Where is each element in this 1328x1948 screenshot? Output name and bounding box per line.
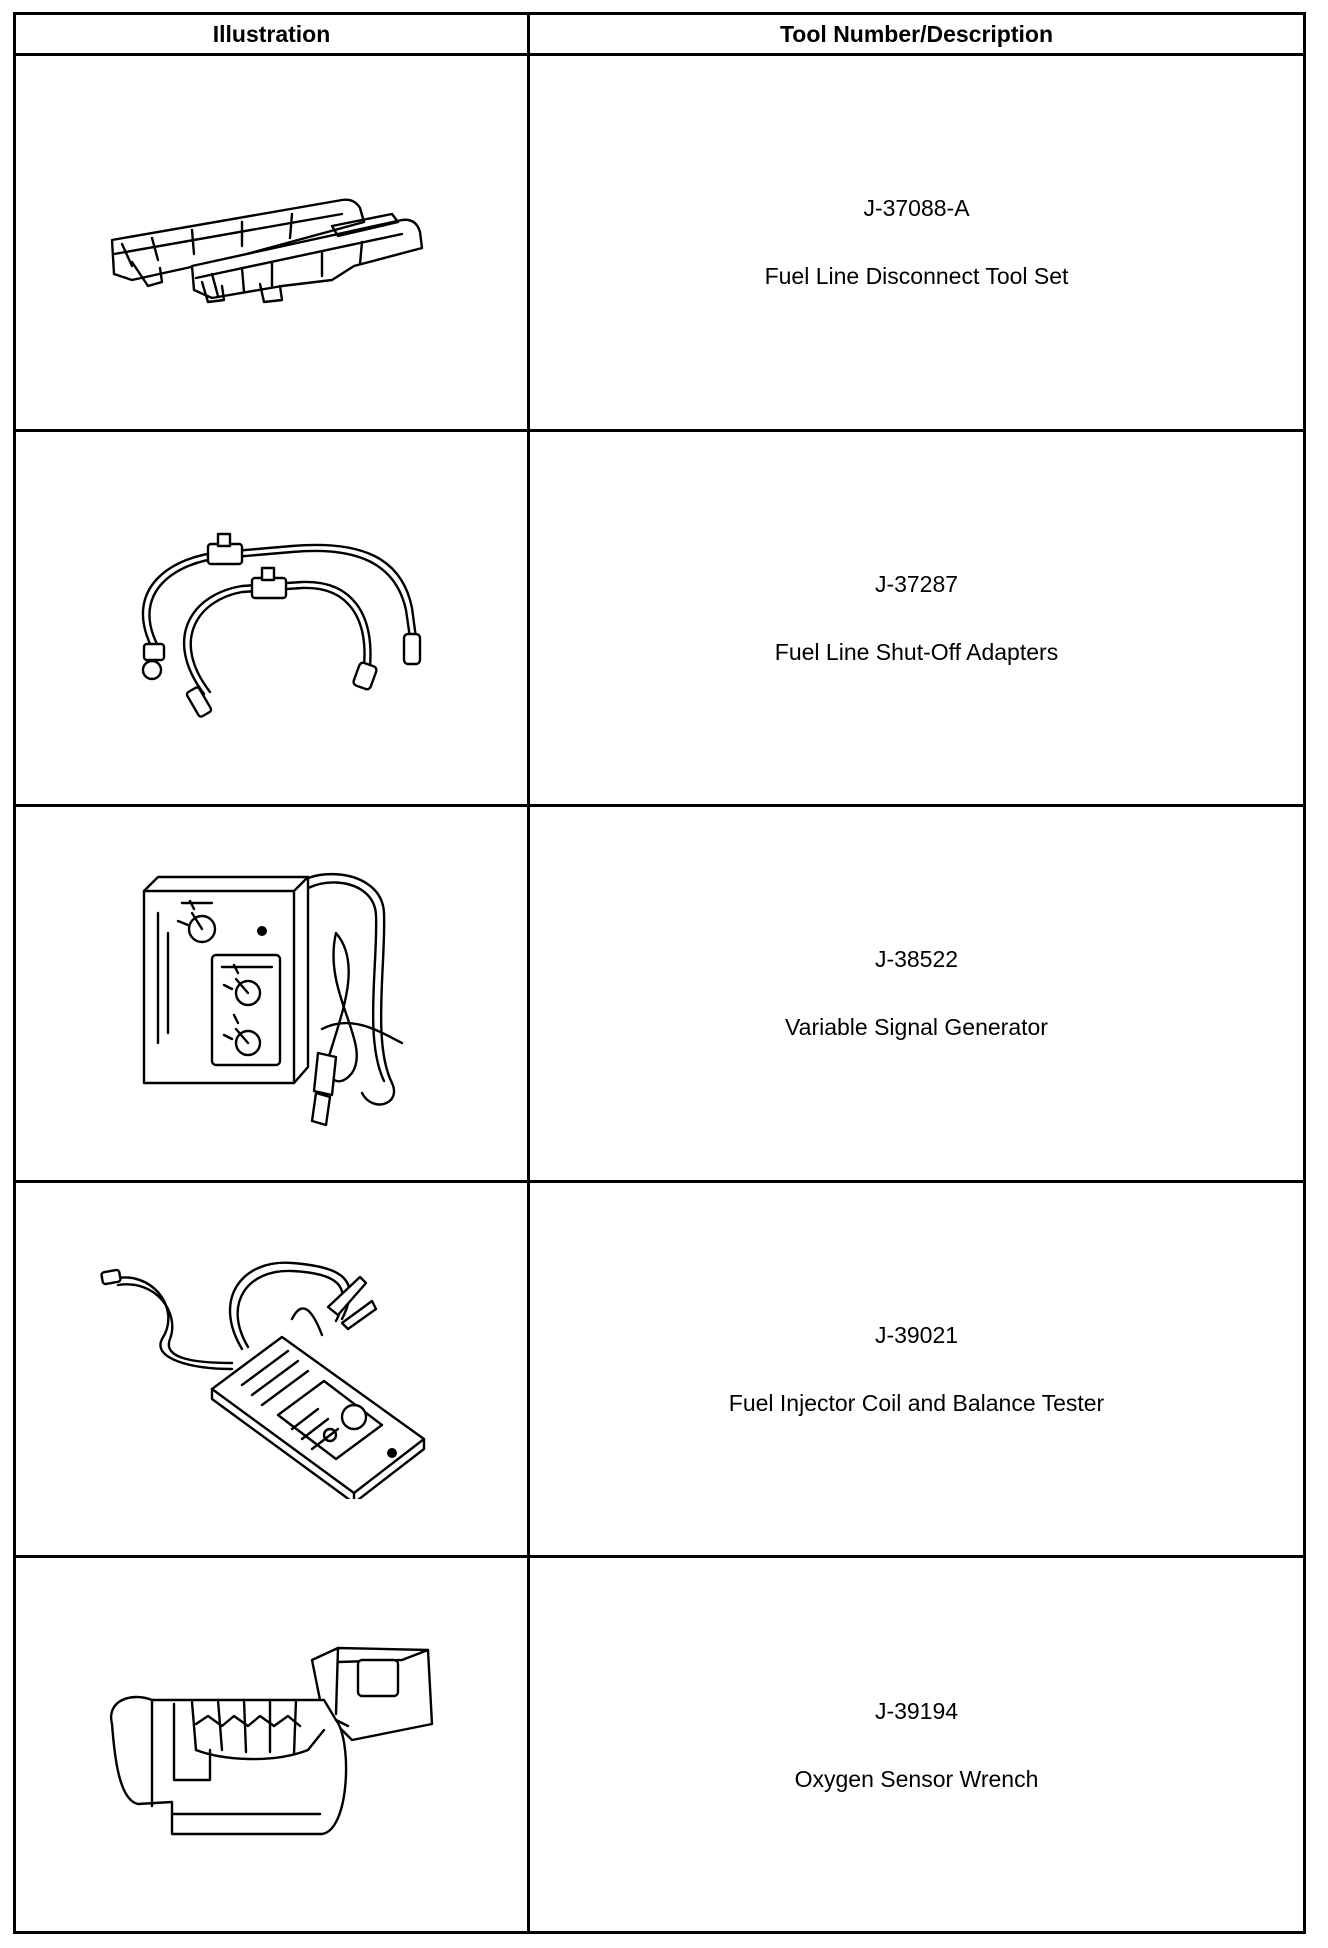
description-cell: J-38522 Variable Signal Generator	[527, 804, 1306, 1183]
oxygen-sensor-wrench-icon	[109, 1646, 433, 1835]
table-row: J-37287 Fuel Line Shut-Off Adapters	[13, 428, 1306, 808]
tool-number: J-39194	[874, 1697, 959, 1724]
illustration-cell	[13, 804, 530, 1183]
tool-description: Fuel Injector Coil and Balance Tester	[728, 1390, 1105, 1417]
table-row: J-39021 Fuel Injector Coil and Balance T…	[13, 1179, 1306, 1559]
header-illustration: Illustration	[13, 12, 530, 56]
description-cell: J-37287 Fuel Line Shut-Off Adapters	[527, 428, 1306, 808]
table-row: J-39194 Oxygen Sensor Wrench	[13, 1555, 1306, 1934]
description-cell: J-37088-A Fuel Line Disconnect Tool Set	[527, 53, 1306, 432]
header-row: Illustration Tool Number/Description	[13, 12, 1306, 56]
header-tool-number-description: Tool Number/Description	[527, 12, 1306, 56]
tool-description: Fuel Line Disconnect Tool Set	[764, 263, 1069, 290]
illustration-cell	[13, 53, 530, 432]
tool-table: Illustration Tool Number/Description	[13, 12, 1306, 1934]
illustration-cell	[13, 428, 530, 808]
description-cell: J-39194 Oxygen Sensor Wrench	[527, 1555, 1306, 1934]
tool-number: J-37287	[874, 570, 959, 597]
tool-number: J-38522	[874, 946, 959, 973]
shut-off-adapters-icon	[141, 532, 421, 718]
tool-description: Variable Signal Generator	[785, 1014, 1048, 1041]
table-row: J-37088-A Fuel Line Disconnect Tool Set	[13, 53, 1306, 432]
table-row: J-38522 Variable Signal Generator	[13, 804, 1306, 1183]
tool-description: Fuel Line Shut-Off Adapters	[774, 638, 1059, 665]
description-cell: J-39021 Fuel Injector Coil and Balance T…	[527, 1179, 1306, 1559]
tool-description: Oxygen Sensor Wrench	[794, 1765, 1039, 1792]
illustration-cell	[13, 1179, 530, 1559]
tool-number: J-37088-A	[863, 195, 970, 222]
signal-generator-icon	[142, 873, 403, 1127]
disconnect-tool-set-icon	[110, 198, 423, 304]
injector-tester-icon	[99, 1261, 425, 1500]
illustration-cell	[13, 1555, 530, 1934]
tool-number: J-39021	[874, 1322, 959, 1349]
